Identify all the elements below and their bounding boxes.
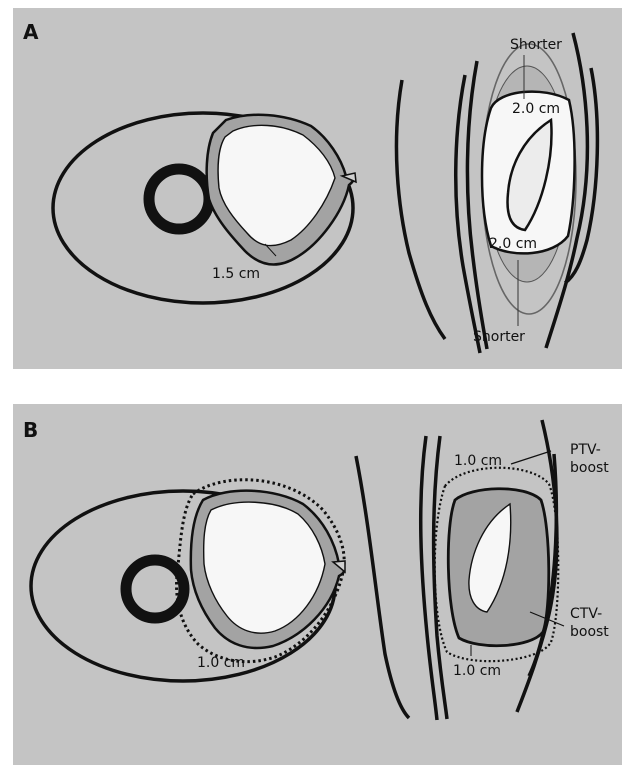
panel-b-figure: B 1.0 cm 1.0 cm 1.0 cm PT bbox=[13, 404, 622, 765]
shorter-top-label: Shorter bbox=[510, 37, 562, 53]
ptv-boost-label-line1: PTV- bbox=[570, 442, 601, 458]
margin-lower-label: 2.0 cm bbox=[489, 236, 537, 252]
panel-a-figure: A 1.5 cm Shorter 2.0 cm 2. bbox=[13, 8, 622, 369]
axial-margin-label: 1.0 cm bbox=[197, 655, 245, 671]
ctv-boost-label-line2: boost bbox=[570, 624, 609, 640]
ptv-boost-label-line2: boost bbox=[570, 460, 609, 476]
shorter-bottom-label: Shorter bbox=[473, 329, 525, 345]
margin-sagittal-bottom-label: 1.0 cm bbox=[453, 663, 501, 679]
panel-b: B 1.0 cm 1.0 cm 1.0 cm PT bbox=[13, 404, 622, 765]
margin-upper-label: 2.0 cm bbox=[512, 101, 560, 117]
axial-margin-label: 1.5 cm bbox=[212, 266, 260, 282]
margin-sagittal-top-label: 1.0 cm bbox=[454, 453, 502, 469]
panel-a-letter: A bbox=[23, 20, 39, 44]
ctv-boost-label-line1: CTV- bbox=[570, 606, 602, 622]
panel-b-letter: B bbox=[23, 418, 38, 442]
panel-a: A 1.5 cm Shorter 2.0 cm 2. bbox=[13, 8, 622, 369]
